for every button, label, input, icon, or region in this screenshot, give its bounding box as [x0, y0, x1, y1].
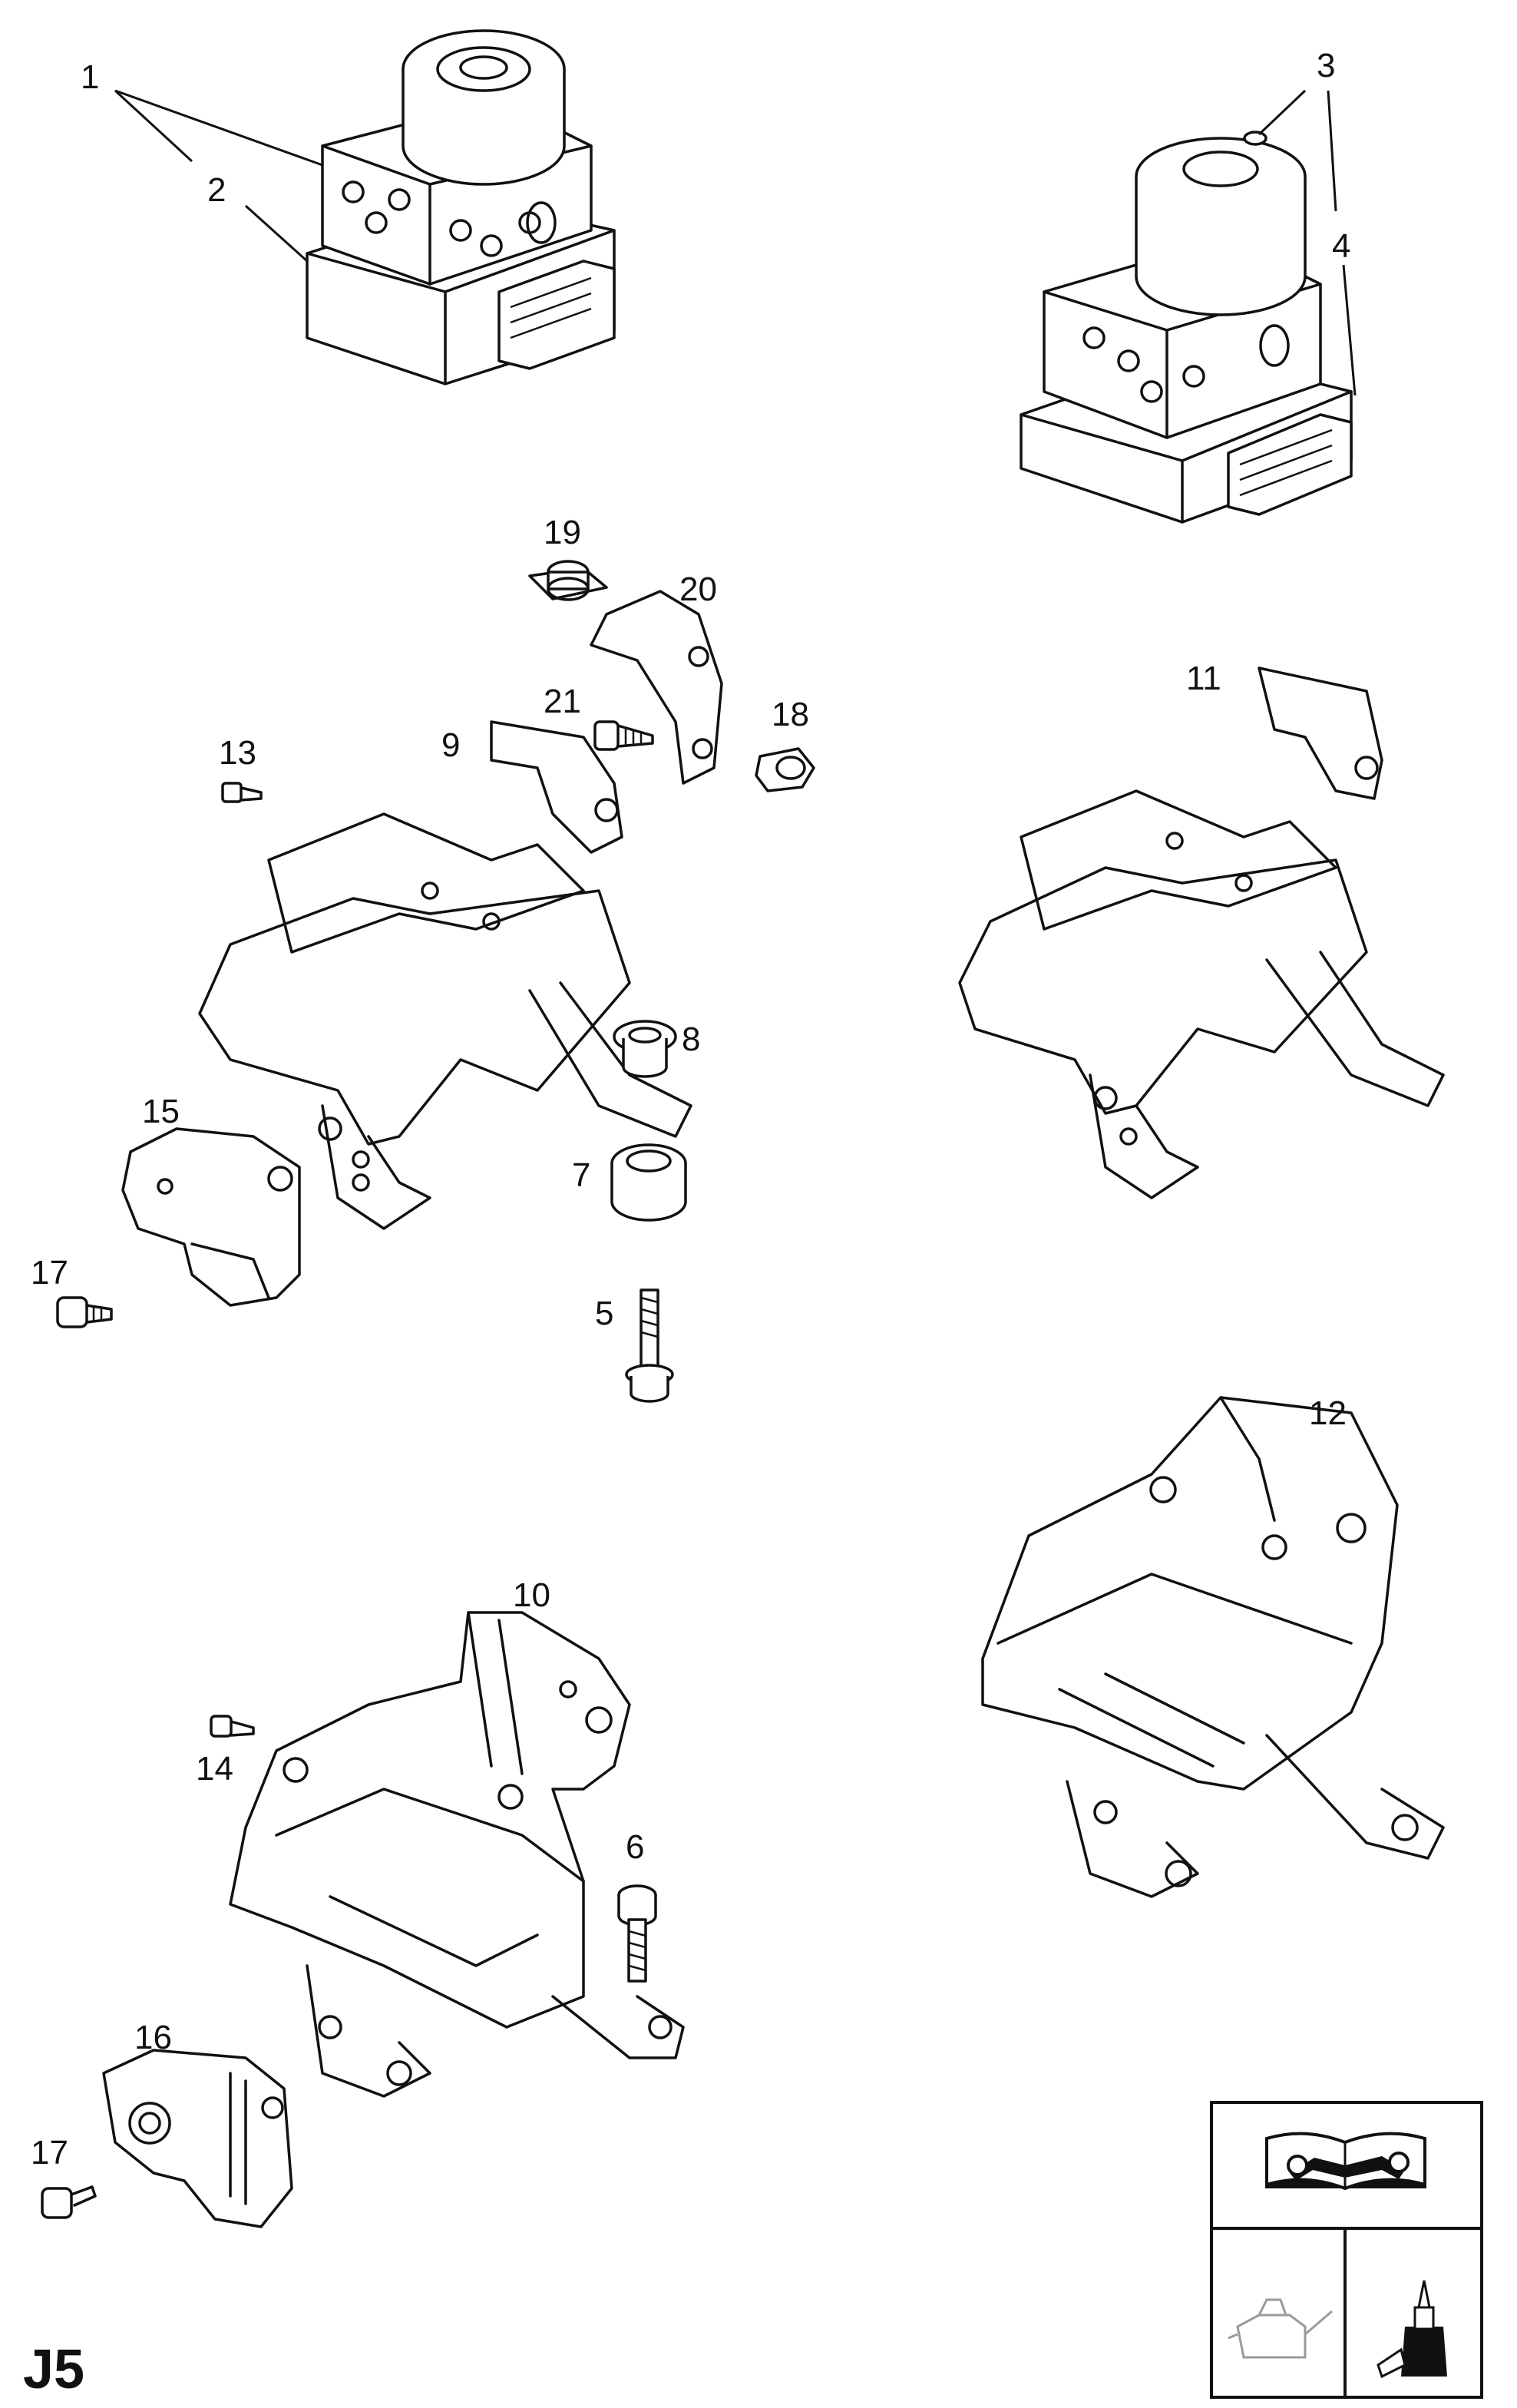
callout-12: 12 [1309, 1394, 1347, 1432]
callout-20: 20 [679, 571, 717, 608]
bolt-17-lower [41, 2185, 97, 2219]
bolt-5 [625, 1288, 674, 1403]
callout-1: 1 [81, 58, 99, 96]
callout-4: 4 [1332, 227, 1350, 265]
callout-6: 6 [626, 1828, 644, 1866]
bolt-21 [593, 720, 654, 751]
bolt-17-upper [56, 1296, 113, 1328]
callout-21: 21 [544, 683, 581, 720]
callout-17-lower: 17 [31, 2134, 68, 2172]
callout-18: 18 [772, 696, 809, 733]
nut-19 [528, 560, 608, 601]
bracket-assembly-9 [198, 720, 692, 1230]
callout-17-upper: 17 [31, 1254, 68, 1292]
callout-3: 3 [1317, 47, 1335, 84]
bushing-7 [610, 1143, 687, 1222]
clip-18 [755, 747, 815, 792]
grommet-8 [613, 1020, 677, 1078]
service-info-box [1210, 2101, 1483, 2399]
bracket-11 [958, 666, 1445, 1199]
oil-can-icon [1228, 2298, 1333, 2359]
callout-16: 16 [134, 2019, 172, 2056]
mounting-bracket-20 [590, 590, 723, 785]
callout-11: 11 [1186, 660, 1221, 697]
callout-15: 15 [142, 1093, 180, 1130]
callout-14: 14 [196, 1750, 233, 1788]
adhesive-bottle-icon [1377, 2280, 1447, 2379]
mounting-plate-16 [102, 2049, 293, 2228]
leader-lines [114, 89, 1357, 396]
bracket-12 [981, 1396, 1445, 1898]
bracket-10 [229, 1611, 685, 2098]
callout-9: 9 [441, 726, 460, 764]
bolt-14 [210, 1715, 255, 1738]
bolt-13 [221, 782, 263, 803]
callout-5: 5 [595, 1295, 613, 1332]
manual-wrench-icon [1265, 2132, 1426, 2191]
callout-8: 8 [682, 1020, 700, 1058]
bolt-6 [617, 1884, 657, 1983]
callout-7: 7 [572, 1156, 590, 1194]
page-code: J5 [23, 2339, 84, 2400]
callout-13: 13 [219, 734, 256, 772]
callout-2: 2 [207, 171, 226, 209]
abs-module-unit-right [1020, 131, 1353, 524]
callout-10: 10 [513, 1576, 550, 1614]
mounting-plate-15 [121, 1127, 301, 1307]
callout-19: 19 [544, 514, 581, 551]
abs-module-unit-left [306, 29, 616, 385]
